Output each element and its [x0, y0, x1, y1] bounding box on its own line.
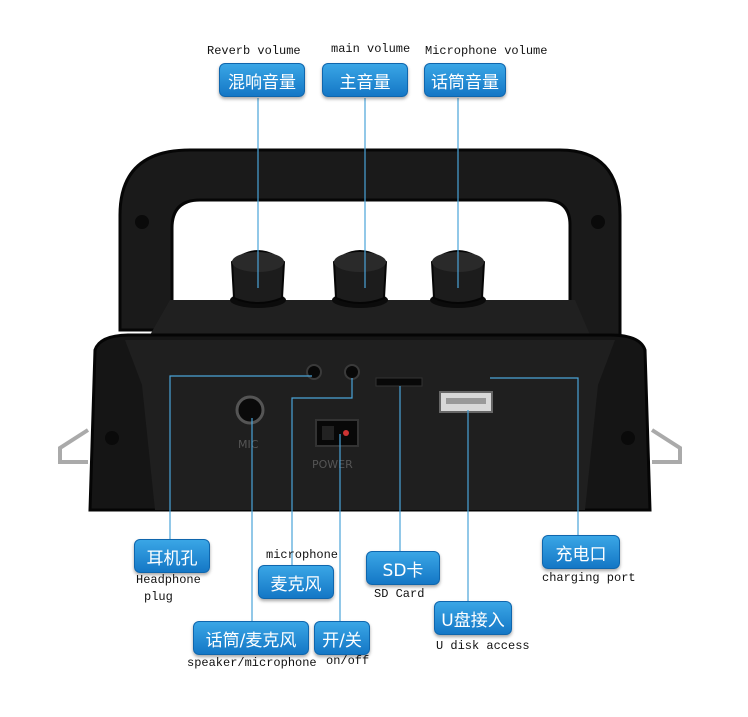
- power-marking: POWER: [312, 458, 353, 471]
- main-volume-knob: [332, 250, 388, 308]
- microphone-badge: 麦克风: [258, 565, 334, 599]
- mic-volume-caption: Microphone volume: [425, 44, 548, 58]
- leader-lines: [169, 98, 579, 623]
- mic-jack-marking: MIC: [238, 438, 259, 451]
- reverb-badge: 混响音量: [219, 63, 305, 97]
- speaker-mic-badge: 话筒/麦克风: [193, 621, 309, 655]
- charge-caption: charging port: [542, 571, 636, 585]
- headphone-badge: 耳机孔: [134, 539, 210, 573]
- headphone-caption-line1: Headphone: [136, 573, 201, 587]
- sd-caption: SD Card: [374, 587, 425, 601]
- microphone-caption: microphone: [266, 548, 339, 562]
- control-panel: [125, 340, 615, 510]
- main-volume-badge: 主音量: [322, 63, 408, 97]
- sd-slot: [375, 377, 423, 387]
- headphone-jack: [306, 364, 322, 380]
- charge-badge: 充电口: [542, 535, 620, 569]
- main-volume-caption: main volume: [331, 42, 411, 56]
- power-caption: on/off: [326, 654, 370, 668]
- headphone-caption-line2: plug: [144, 590, 173, 604]
- speaker-mic-caption: speaker/microphone: [187, 656, 317, 670]
- usb-caption: U disk access: [436, 639, 530, 653]
- reverb-caption: Reverb volume: [207, 44, 301, 58]
- usb-badge: U盘接入: [434, 601, 512, 635]
- speaker-mic-jack: [235, 395, 265, 425]
- sd-badge: SD卡: [366, 551, 440, 585]
- top-deck: [150, 300, 590, 335]
- mic-volume-badge: 话筒音量: [424, 63, 506, 97]
- power-badge: 开/关: [314, 621, 370, 655]
- microphone-jack: [344, 364, 360, 380]
- carry-handle: [118, 148, 622, 342]
